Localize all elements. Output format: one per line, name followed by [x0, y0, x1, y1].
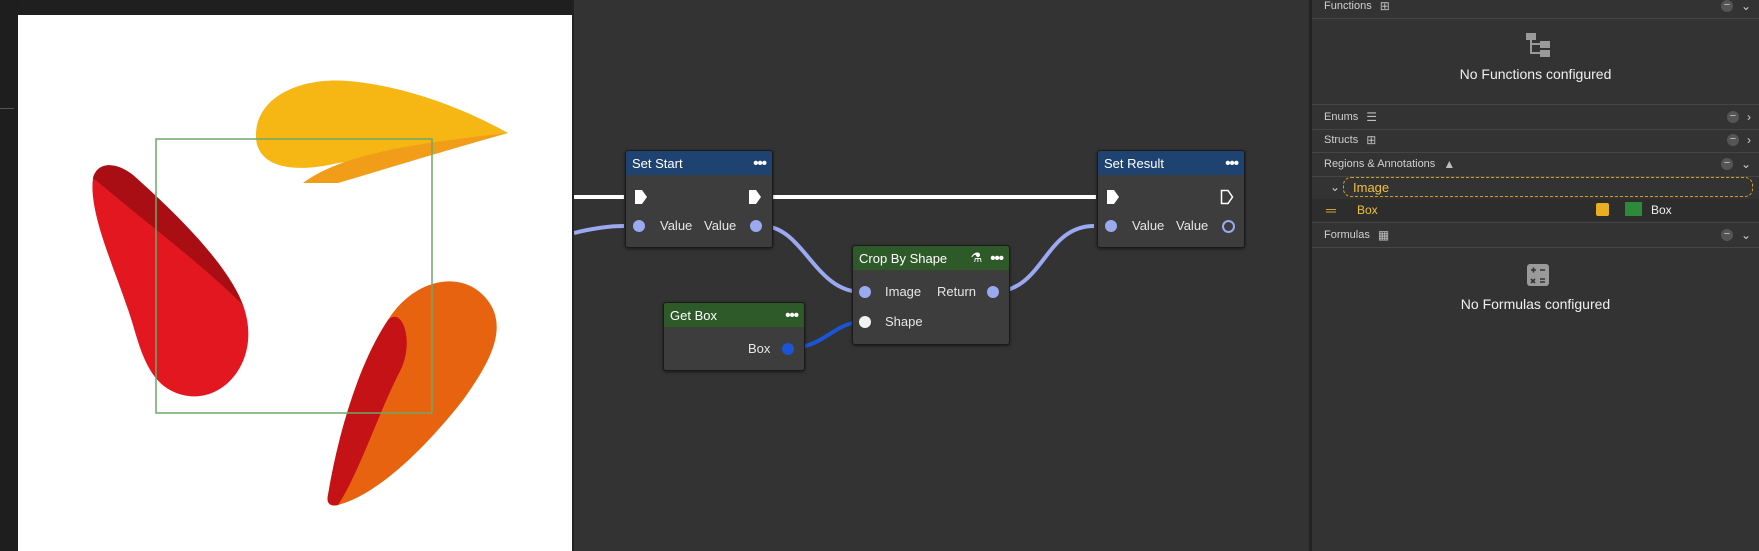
exec-out-pin[interactable] — [748, 189, 762, 205]
collapse-all-button[interactable]: − — [1720, 158, 1733, 170]
chevron-right-icon[interactable]: › — [1747, 110, 1751, 124]
flask-icon[interactable]: ⚗ — [970, 250, 983, 265]
value-wire-to-crop — [761, 224, 863, 294]
splitter[interactable] — [572, 0, 575, 551]
region-box-outline — [155, 138, 433, 414]
yellow-shape-shade — [303, 133, 508, 183]
value-out-label: Value — [704, 218, 737, 233]
node-crop-title: Crop By Shape — [859, 250, 948, 266]
calculator-icon: ▦ — [1377, 228, 1390, 242]
region-item-row[interactable]: ═ Box Box — [1312, 199, 1759, 221]
section-formulas[interactable]: Formulas ▦ −⌄ — [1312, 222, 1759, 248]
node-menu-button[interactable]: ••• — [990, 249, 1004, 267]
section-functions-label: Functions — [1324, 0, 1372, 12]
section-structs-label: Structs — [1324, 134, 1359, 146]
orange-shape-shade — [327, 316, 407, 506]
value-wire-in — [574, 224, 625, 235]
node-crop-by-shape[interactable]: Crop By Shape ⚗ ••• Image Return Shape — [852, 245, 1010, 345]
section-regions-label: Regions & Annotations — [1324, 158, 1436, 170]
collapse-all-button[interactable]: − — [1727, 111, 1739, 123]
value-in-label: Value — [660, 218, 693, 233]
node-set-start-header[interactable]: Set Start ••• — [626, 151, 772, 175]
chevron-down-icon[interactable]: ⌄ — [1740, 228, 1751, 242]
functions-empty-icon — [1526, 33, 1550, 57]
node-set-result-header[interactable]: Set Result ••• — [1098, 151, 1244, 175]
value-in-label: Value — [1132, 218, 1165, 233]
exec-out-pin[interactable] — [1220, 189, 1234, 205]
collapse-all-button[interactable]: − — [1720, 229, 1733, 241]
list-icon: ☰ — [1366, 110, 1378, 124]
left-strip — [0, 0, 18, 551]
formulas-empty-icon — [1527, 264, 1549, 286]
value-out-pin[interactable] — [1222, 220, 1235, 233]
preview-canvas — [92, 80, 508, 506]
hierarchy-icon: ⊞ — [1379, 0, 1390, 13]
box-out-label: Box — [748, 341, 771, 356]
node-crop-header[interactable]: Crop By Shape ⚗ ••• — [853, 246, 1009, 270]
node-set-start[interactable]: Set Start ••• Value Value — [625, 150, 773, 248]
image-preview[interactable] — [18, 15, 574, 551]
node-menu-button[interactable]: ••• — [785, 306, 799, 324]
node-get-box-title: Get Box — [670, 307, 717, 323]
drag-handle-icon[interactable]: ═ — [1326, 202, 1336, 218]
section-enums-label: Enums — [1324, 111, 1359, 123]
region-group-row[interactable]: ⌄ Image — [1312, 177, 1759, 199]
node-set-result[interactable]: Set Result ••• Value Value — [1097, 150, 1245, 248]
region-item-name: Box — [1357, 203, 1378, 217]
chevron-right-icon[interactable]: › — [1747, 133, 1751, 147]
red-shape-shade — [93, 165, 243, 305]
value-out-pin[interactable] — [750, 220, 762, 232]
node-set-result-title: Set Result — [1104, 155, 1164, 171]
chevron-down-icon[interactable]: ⌄ — [1330, 180, 1341, 194]
value-in-pin[interactable] — [633, 220, 645, 232]
shape-in-pin[interactable] — [859, 316, 871, 328]
node-crop-header-actions: ⚗ ••• — [970, 249, 1004, 267]
image-in-label: Image — [885, 284, 922, 299]
collapse-all-button[interactable]: − — [1720, 0, 1733, 12]
exec-in-pin[interactable] — [634, 189, 648, 205]
node-menu-button[interactable]: ••• — [1225, 154, 1239, 172]
red-shape — [92, 165, 249, 397]
node-graph[interactable]: Set Start ••• Value Value Get Box ••• Bo… — [574, 0, 1309, 551]
formulas-empty-message: No Formulas configured — [1460, 296, 1611, 312]
region-link-icon[interactable] — [1596, 203, 1609, 216]
return-out-label: Return — [937, 284, 977, 299]
section-structs[interactable]: Structs ⊞ −› — [1312, 128, 1759, 153]
image-in-pin[interactable] — [859, 286, 871, 298]
section-enums[interactable]: Enums ☰ −› — [1312, 104, 1759, 130]
section-formulas-label: Formulas — [1324, 229, 1370, 241]
region-group-field[interactable]: Image — [1343, 177, 1753, 197]
section-functions[interactable]: Functions ⊞ −⌄ — [1312, 0, 1759, 19]
value-out-label: Value — [1176, 218, 1209, 233]
region-item-type: Box — [1651, 203, 1672, 217]
section-regions[interactable]: Regions & Annotations ▲ −⌄ — [1312, 152, 1759, 177]
node-get-box-header[interactable]: Get Box ••• — [664, 303, 804, 327]
box-out-pin[interactable] — [782, 343, 794, 355]
functions-empty-message: No Functions configured — [1459, 66, 1612, 82]
region-color-swatch[interactable] — [1625, 202, 1642, 216]
value-in-pin[interactable] — [1105, 220, 1117, 232]
return-out-pin[interactable] — [987, 286, 999, 298]
orange-shape — [327, 281, 497, 506]
exec-in-pin[interactable] — [1106, 189, 1120, 205]
shapes-icon: ▲ — [1443, 157, 1456, 171]
hierarchy-icon: ⊞ — [1366, 133, 1377, 147]
collapse-all-button[interactable]: − — [1727, 134, 1739, 146]
region-group-label: Image — [1353, 180, 1390, 195]
left-strip-tick — [0, 108, 14, 109]
chevron-down-icon[interactable]: ⌄ — [1740, 0, 1751, 13]
node-menu-button[interactable]: ••• — [753, 154, 767, 172]
node-set-start-title: Set Start — [632, 155, 683, 171]
side-panel: Functions ⊞ −⌄ No Functions configured E… — [1309, 0, 1759, 551]
node-get-box[interactable]: Get Box ••• Box — [663, 302, 805, 371]
shape-in-label: Shape — [885, 314, 923, 329]
chevron-down-icon[interactable]: ⌄ — [1740, 157, 1751, 171]
